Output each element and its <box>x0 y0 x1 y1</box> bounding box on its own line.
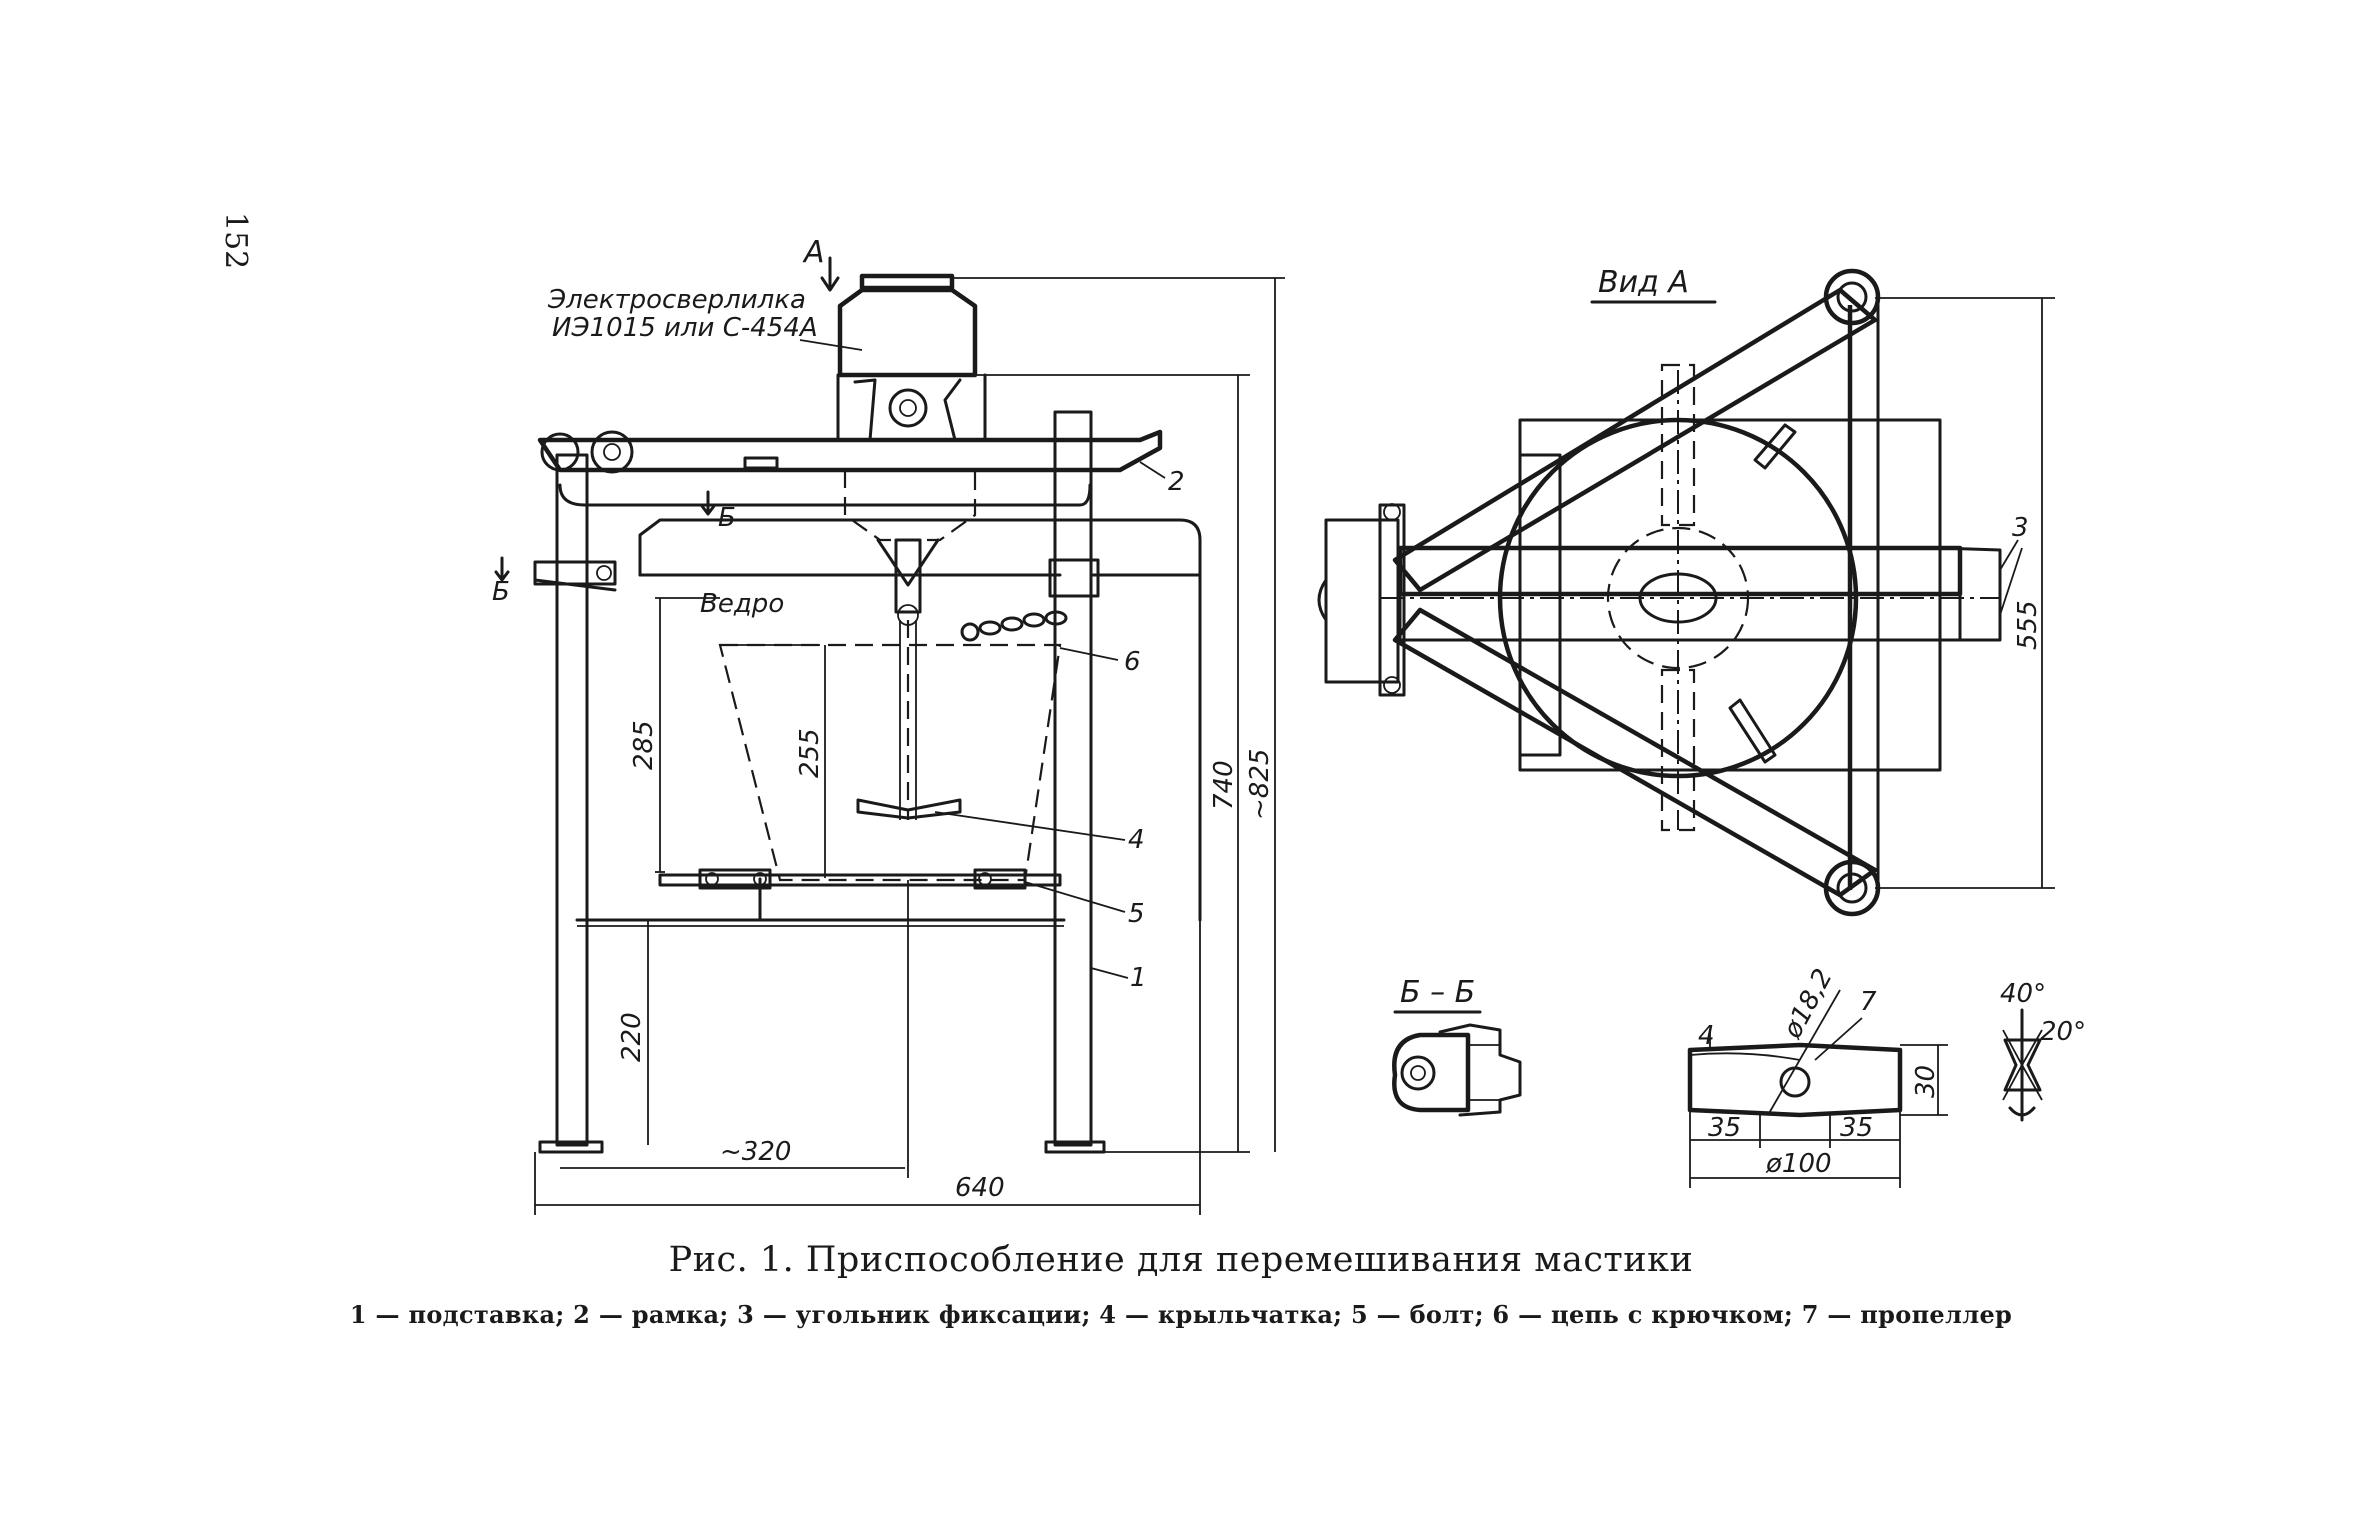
bottom-plate-bolts <box>658 868 1062 922</box>
dim-30: 30 <box>1911 1065 1941 1098</box>
section-bb-title: Б – Б <box>1400 975 1475 1010</box>
callout-2: 2 <box>1168 467 1185 497</box>
dim-35-right: 35 <box>1840 1113 1873 1143</box>
section-mark-top: Б <box>718 503 736 533</box>
callout-7: 7 <box>1860 987 1877 1017</box>
angle-40: 40° <box>2000 979 2046 1009</box>
callout-3: 3 <box>2012 513 2029 543</box>
top-view: Вид А <box>1317 265 2055 917</box>
dim-35-left: 35 <box>1708 1113 1741 1143</box>
top-frame-bar <box>537 429 1163 507</box>
bucket-label: Ведро <box>700 589 784 619</box>
fixing-angle-bars <box>1397 363 2002 832</box>
dim-4: 4 <box>1698 1021 1715 1051</box>
blade-angle-sketch: 40° 20° <box>2000 979 2086 1122</box>
frame-rim <box>638 518 1202 922</box>
front-view: А Электросверлилка ИЭ1015 или С-454А Вед… <box>492 235 1285 1215</box>
dim-555: 555 <box>2013 600 2043 650</box>
figure-caption-legend: 1 — подставка; 2 — рамка; 3 — угольник ф… <box>349 1300 2013 1329</box>
side-bracket <box>533 560 617 592</box>
stand-legs <box>538 410 1106 1154</box>
figure-caption-title: Рис. 1. Приспособление для перемешивания… <box>668 1240 1694 1280</box>
page-number: 152 <box>218 212 253 269</box>
dim-hole-182: ø18,2 <box>1777 964 1839 1044</box>
bucket-outline-top <box>1380 370 2000 830</box>
dim-220: 220 <box>617 1012 647 1062</box>
dim-100: ø100 <box>1765 1149 1832 1179</box>
bucket <box>718 643 1062 882</box>
callout-4: 4 <box>1128 825 1145 855</box>
dim-285: 285 <box>629 720 659 770</box>
callout-6: 6 <box>1124 647 1141 677</box>
top-view-title: Вид А <box>1598 265 1689 300</box>
dim-825: ~825 <box>1245 749 1275 820</box>
callout-5: 5 <box>1128 899 1145 929</box>
drill-label-1: Электросверлилка <box>547 285 806 315</box>
drill-label-2: ИЭ1015 или С-454А <box>552 313 818 343</box>
section-mark-left: Б <box>492 577 510 607</box>
dim-640: 640 <box>955 1173 1005 1203</box>
dim-740: 740 <box>1209 760 1239 810</box>
angle-20: 20° <box>2040 1017 2086 1047</box>
dim-255: 255 <box>795 728 825 778</box>
electric-drill <box>836 273 987 587</box>
dim-320: ~320 <box>720 1137 791 1167</box>
section-bb: Б – Б <box>1392 975 1522 1117</box>
chain-with-hook <box>960 610 1068 642</box>
front-dimensions <box>494 256 1285 1215</box>
callout-1: 1 <box>1130 963 1147 993</box>
propeller-detail: 7 ø18,2 4 30 35 35 ø100 40° 20° <box>1687 964 2086 1188</box>
mixing-shaft <box>856 538 962 820</box>
view-arrow-label: А <box>802 235 825 270</box>
